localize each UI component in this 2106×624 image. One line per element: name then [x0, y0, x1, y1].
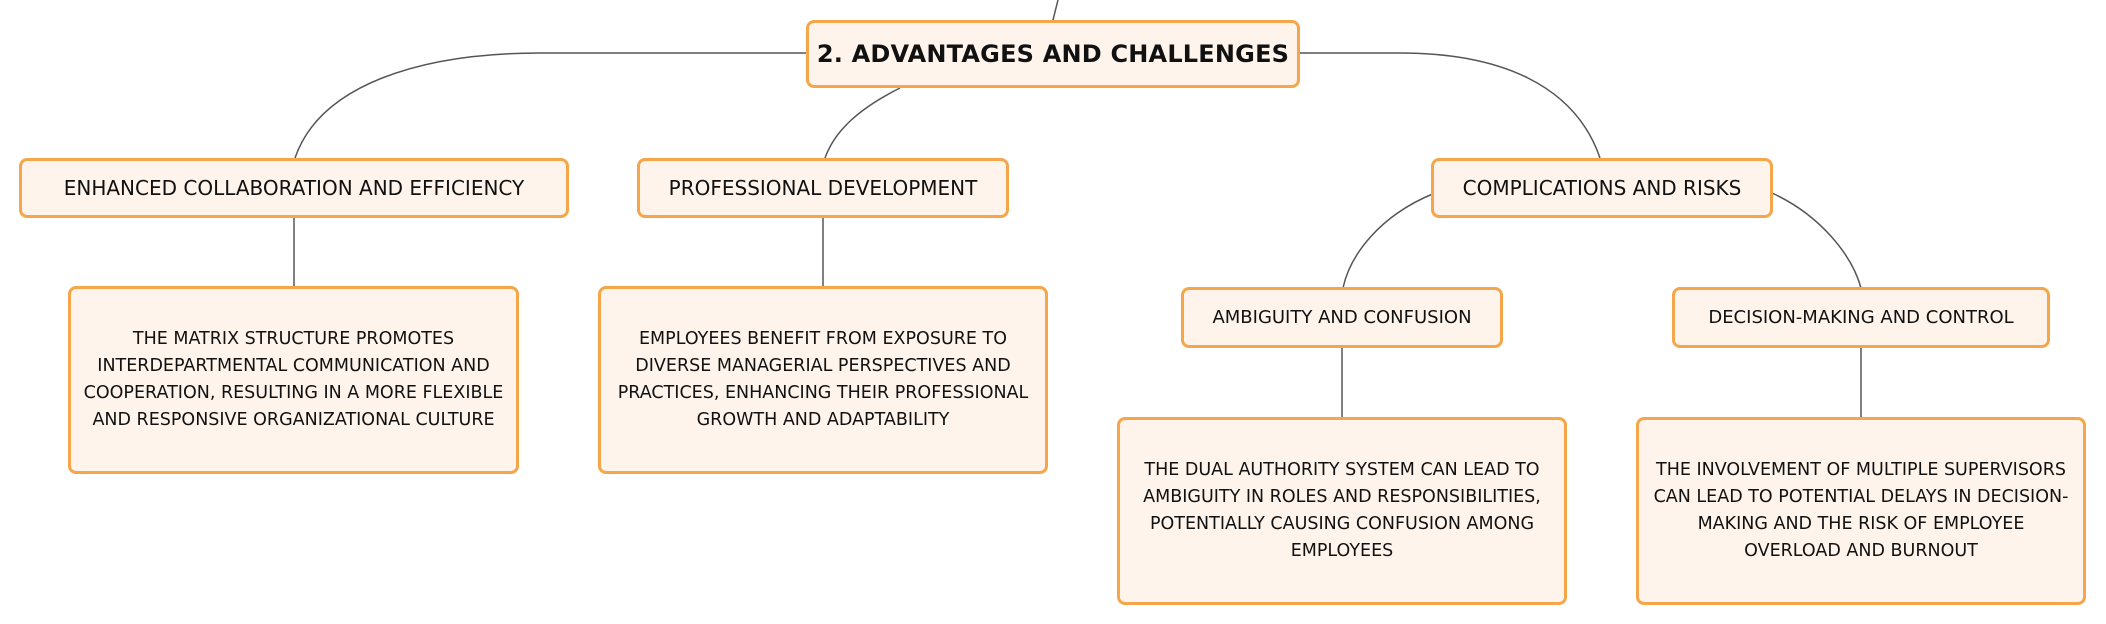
topic-node-collaboration[interactable]: ENHANCED COLLABORATION AND EFFICIENCY — [19, 158, 569, 218]
detail-node-collaboration-text: THE MATRIX STRUCTURE PROMOTES INTERDEPAR… — [83, 329, 504, 430]
detail-node-ambiguity[interactable]: THE DUAL AUTHORITY SYSTEM CAN LEAD TO AM… — [1117, 417, 1567, 605]
detail-node-collaboration[interactable]: THE MATRIX STRUCTURE PROMOTES INTERDEPAR… — [68, 286, 519, 474]
detail-node-decision-making[interactable]: THE INVOLVEMENT OF MULTIPLE SUPERVISORS … — [1636, 417, 2086, 605]
detail-node-professional-development[interactable]: EMPLOYEES BENEFIT FROM EXPOSURE TO DIVER… — [598, 286, 1048, 474]
topic-node-professional-development-label: PROFESSIONAL DEVELOPMENT — [668, 176, 978, 200]
subtopic-node-ambiguity[interactable]: AMBIGUITY AND CONFUSION — [1181, 287, 1503, 348]
subtopic-node-ambiguity-label: AMBIGUITY AND CONFUSION — [1212, 307, 1472, 328]
subtopic-node-decision-making[interactable]: DECISION-MAKING AND CONTROL — [1672, 287, 2050, 348]
topic-node-complications-label: COMPLICATIONS AND RISKS — [1462, 176, 1742, 200]
subtopic-node-decision-making-label: DECISION-MAKING AND CONTROL — [1708, 307, 2014, 328]
connector-complications-to-decision — [1771, 192, 1862, 289]
connector-root-to-professional — [824, 87, 901, 159]
topic-node-collaboration-label: ENHANCED COLLABORATION AND EFFICIENCY — [63, 176, 525, 200]
root-node-label: 2. ADVANTAGES AND CHALLENGES — [816, 40, 1290, 68]
detail-node-professional-development-text: EMPLOYEES BENEFIT FROM EXPOSURE TO DIVER… — [617, 329, 1029, 430]
connector-root-to-collaboration — [294, 52, 806, 159]
topic-node-complications[interactable]: COMPLICATIONS AND RISKS — [1431, 158, 1773, 218]
topic-node-professional-development[interactable]: PROFESSIONAL DEVELOPMENT — [637, 158, 1009, 218]
parent-connector — [1052, 0, 1059, 21]
connector-root-to-complications — [1300, 52, 1601, 159]
detail-node-decision-making-text: THE INVOLVEMENT OF MULTIPLE SUPERVISORS … — [1653, 460, 2069, 561]
connector-complications-to-ambiguity — [1342, 192, 1436, 289]
root-node[interactable]: 2. ADVANTAGES AND CHALLENGES — [806, 20, 1300, 88]
detail-node-ambiguity-text: THE DUAL AUTHORITY SYSTEM CAN LEAD TO AM… — [1143, 460, 1541, 561]
